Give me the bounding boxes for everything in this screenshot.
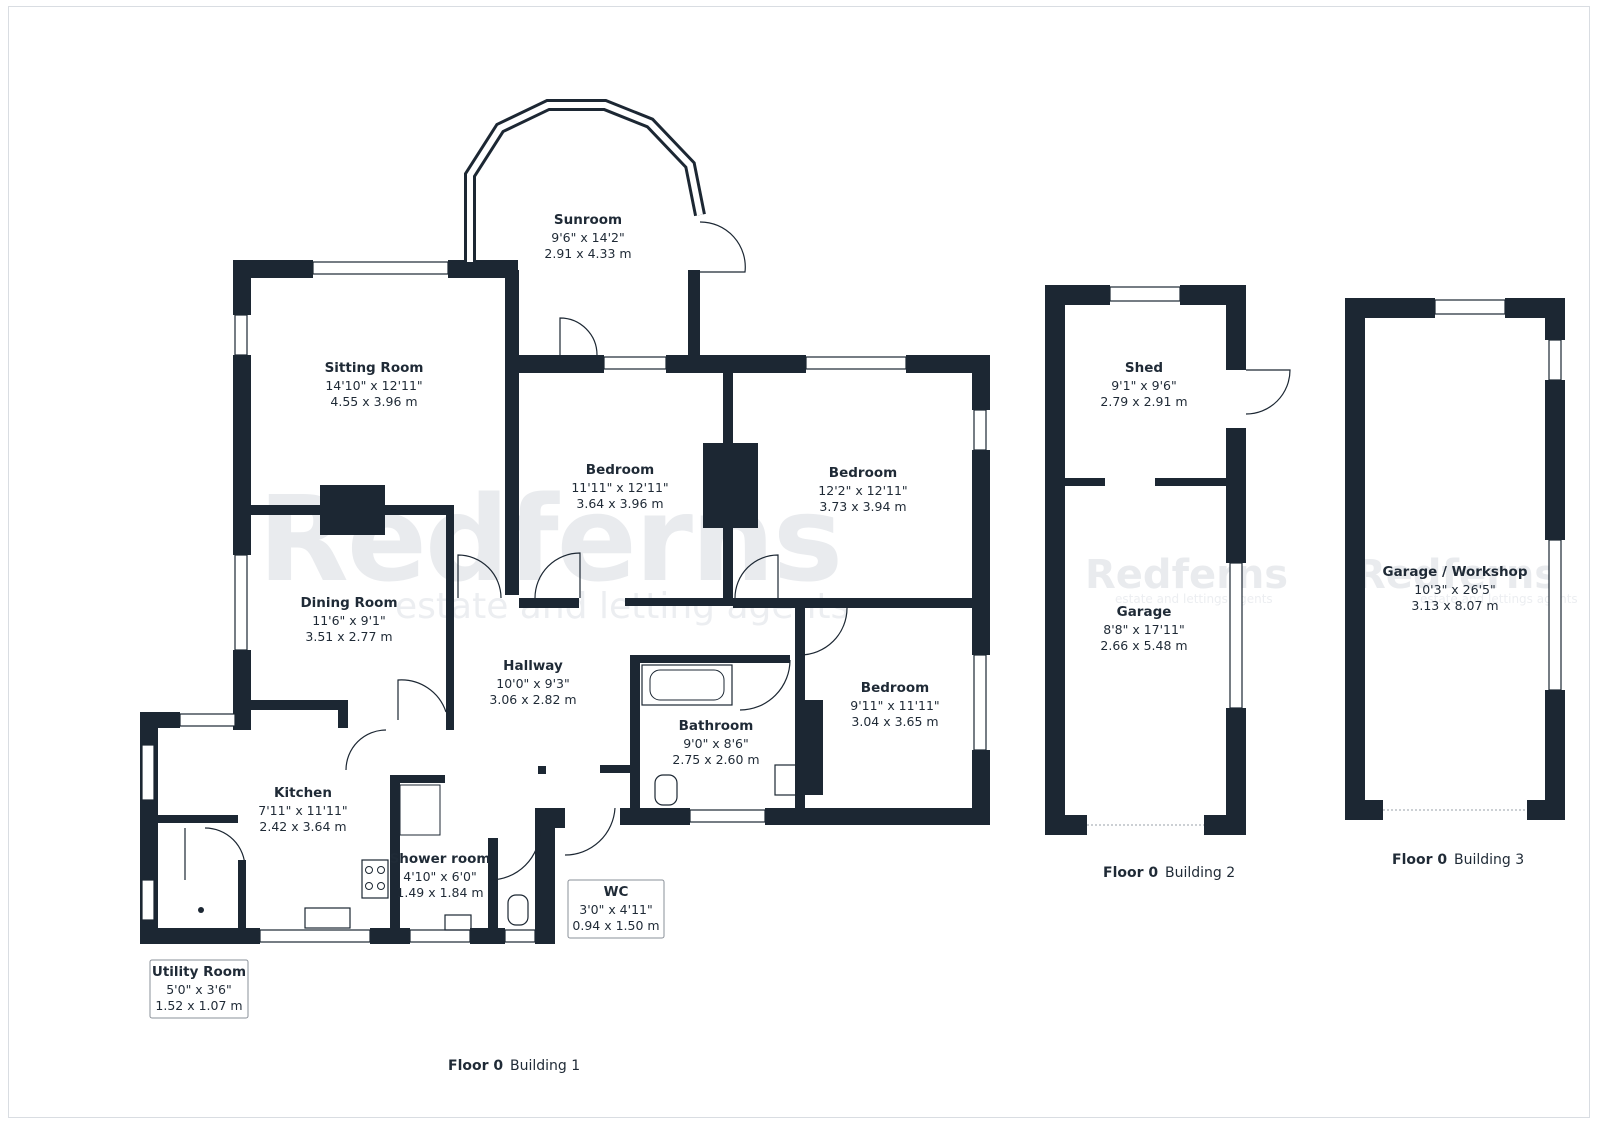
svg-text:WC: WC: [604, 884, 629, 900]
wc-callout-box: [567, 879, 665, 939]
svg-text:14'10" x 12'11": 14'10" x 12'11": [325, 378, 422, 393]
room-label-bedroom-3: Bedroom 9'11" x 11'11" 3.04 x 3.65 m: [850, 680, 939, 729]
room-label-bedroom-2: Bedroom 12'2" x 12'11" 3.73 x 3.94 m: [818, 465, 907, 514]
svg-text:Building 3: Building 3: [1454, 852, 1524, 868]
room-label-garage-workshop: Garage / Workshop 10'3" x 26'5" 3.13 x 8…: [1382, 564, 1527, 613]
svg-text:0.94 x 1.50 m: 0.94 x 1.50 m: [572, 918, 659, 933]
room-label-bathroom: Bathroom 9'0" x 8'6" 2.75 x 2.60 m: [672, 718, 759, 767]
room-label-hallway: Hallway 10'0" x 9'3" 3.06 x 2.82 m: [489, 658, 576, 707]
svg-text:Dining Room: Dining Room: [300, 595, 397, 611]
svg-text:4'10" x 6'0": 4'10" x 6'0": [403, 869, 476, 884]
svg-text:3'0" x 4'11": 3'0" x 4'11": [579, 902, 652, 917]
building-2-floor-label: Floor 0 Building 2: [1103, 865, 1235, 881]
svg-text:Building 2: Building 2: [1165, 865, 1235, 881]
svg-text:Floor 0: Floor 0: [1103, 865, 1158, 881]
svg-text:3.51 x 2.77 m: 3.51 x 2.77 m: [305, 629, 392, 644]
watermark-building-3: Redferns estate and lettings agents: [1355, 552, 1578, 606]
building-1-floor-label: Floor 0 Building 1: [448, 1058, 580, 1074]
svg-text:Sitting Room: Sitting Room: [325, 360, 424, 376]
svg-text:3.13 x 8.07 m: 3.13 x 8.07 m: [1411, 598, 1498, 613]
watermark-brand: Redferns: [1355, 552, 1558, 598]
svg-text:3.06 x 2.82 m: 3.06 x 2.82 m: [489, 692, 576, 707]
building-1-labels: Sunroom 9'6" x 14'2" 2.91 x 4.33 m Sitti…: [152, 212, 940, 1074]
building-3-floor-label: Floor 0 Building 3: [1392, 852, 1524, 868]
svg-text:Bedroom: Bedroom: [861, 680, 929, 696]
svg-text:4.55 x 3.96 m: 4.55 x 3.96 m: [330, 394, 417, 409]
room-label-dining-room: Dining Room 11'6" x 9'1" 3.51 x 2.77 m: [300, 595, 397, 644]
svg-text:Floor 0: Floor 0: [1392, 852, 1447, 868]
svg-text:5'0" x 3'6": 5'0" x 3'6": [166, 982, 232, 997]
watermark-building-2: Redferns estate and lettings agents: [1085, 552, 1288, 606]
svg-text:10'0" x 9'3": 10'0" x 9'3": [496, 676, 569, 691]
svg-text:2.42 x 3.64 m: 2.42 x 3.64 m: [259, 819, 346, 834]
svg-text:1.49 x 1.84 m: 1.49 x 1.84 m: [396, 885, 483, 900]
svg-text:9'6" x 14'2": 9'6" x 14'2": [551, 230, 624, 245]
svg-text:2.66 x 5.48 m: 2.66 x 5.48 m: [1100, 638, 1187, 653]
svg-text:9'11" x 11'11": 9'11" x 11'11": [850, 698, 939, 713]
svg-text:Garage / Workshop: Garage / Workshop: [1382, 564, 1527, 580]
svg-text:Shower room: Shower room: [390, 851, 491, 867]
room-label-bedroom-1: Bedroom 11'11" x 12'11" 3.64 x 3.96 m: [571, 462, 668, 511]
building-1-walls: [140, 99, 990, 944]
svg-text:3.73 x 3.94 m: 3.73 x 3.94 m: [819, 499, 906, 514]
svg-text:11'11" x 12'11": 11'11" x 12'11": [571, 480, 668, 495]
building-1-fixtures: [198, 664, 798, 931]
room-label-garage: Garage 8'8" x 17'11" 2.66 x 5.48 m: [1100, 604, 1187, 653]
sheet-border: [8, 6, 1590, 1118]
svg-text:2.75 x 2.60 m: 2.75 x 2.60 m: [672, 752, 759, 767]
building-2-walls: [1045, 285, 1291, 835]
svg-text:9'1" x 9'6": 9'1" x 9'6": [1111, 378, 1177, 393]
watermark-building-1: Redferns estate and letting agents: [258, 470, 849, 627]
svg-text:3.04 x 3.65 m: 3.04 x 3.65 m: [851, 714, 938, 729]
svg-text:8'8" x 17'11": 8'8" x 17'11": [1103, 622, 1184, 637]
svg-text:Building 1: Building 1: [510, 1058, 580, 1074]
svg-text:11'6" x 9'1": 11'6" x 9'1": [312, 613, 385, 628]
room-label-shed: Shed 9'1" x 9'6" 2.79 x 2.91 m: [1100, 360, 1187, 409]
svg-text:Hallway: Hallway: [503, 658, 563, 674]
room-label-kitchen: Kitchen 7'11" x 11'11" 2.42 x 3.64 m: [258, 785, 347, 834]
svg-text:Floor 0: Floor 0: [448, 1058, 503, 1074]
svg-text:Garage: Garage: [1117, 604, 1172, 620]
room-label-sitting-room: Sitting Room 14'10" x 12'11" 4.55 x 3.96…: [325, 360, 424, 409]
svg-text:Bedroom: Bedroom: [586, 462, 654, 478]
svg-text:3.64 x 3.96 m: 3.64 x 3.96 m: [576, 496, 663, 511]
watermark-brand: Redferns: [1085, 552, 1288, 598]
svg-text:Shed: Shed: [1125, 360, 1163, 376]
svg-text:Utility Room: Utility Room: [152, 964, 246, 980]
utility-room-callout-box: [149, 959, 249, 1019]
room-label-shower-room: Shower room 4'10" x 6'0" 1.49 x 1.84 m: [390, 851, 491, 900]
room-label-wc: WC 3'0" x 4'11" 0.94 x 1.50 m: [572, 884, 659, 933]
svg-text:9'0" x 8'6": 9'0" x 8'6": [683, 736, 749, 751]
svg-text:7'11" x 11'11": 7'11" x 11'11": [258, 803, 347, 818]
building-3-walls: [1345, 298, 1565, 820]
svg-text:2.91 x 4.33 m: 2.91 x 4.33 m: [544, 246, 631, 261]
watermark-tagline: estate and lettings agents: [1420, 592, 1578, 606]
svg-text:12'2" x 12'11": 12'2" x 12'11": [818, 483, 907, 498]
svg-text:Bathroom: Bathroom: [679, 718, 754, 734]
room-label-utility-room: Utility Room 5'0" x 3'6" 1.52 x 1.07 m: [152, 964, 246, 1013]
room-label-sunroom: Sunroom 9'6" x 14'2" 2.91 x 4.33 m: [544, 212, 631, 261]
svg-text:Sunroom: Sunroom: [554, 212, 622, 228]
building-1-doors: [184, 317, 848, 881]
building-2-labels: Shed 9'1" x 9'6" 2.79 x 2.91 m Garage 8'…: [1100, 360, 1235, 881]
svg-text:Kitchen: Kitchen: [274, 785, 332, 801]
building-3-labels: Garage / Workshop 10'3" x 26'5" 3.13 x 8…: [1382, 564, 1527, 868]
svg-text:1.52 x 1.07 m: 1.52 x 1.07 m: [155, 998, 242, 1013]
svg-text:Bedroom: Bedroom: [829, 465, 897, 481]
svg-text:10'3" x 26'5": 10'3" x 26'5": [1414, 582, 1495, 597]
svg-text:2.79 x 2.91 m: 2.79 x 2.91 m: [1100, 394, 1187, 409]
